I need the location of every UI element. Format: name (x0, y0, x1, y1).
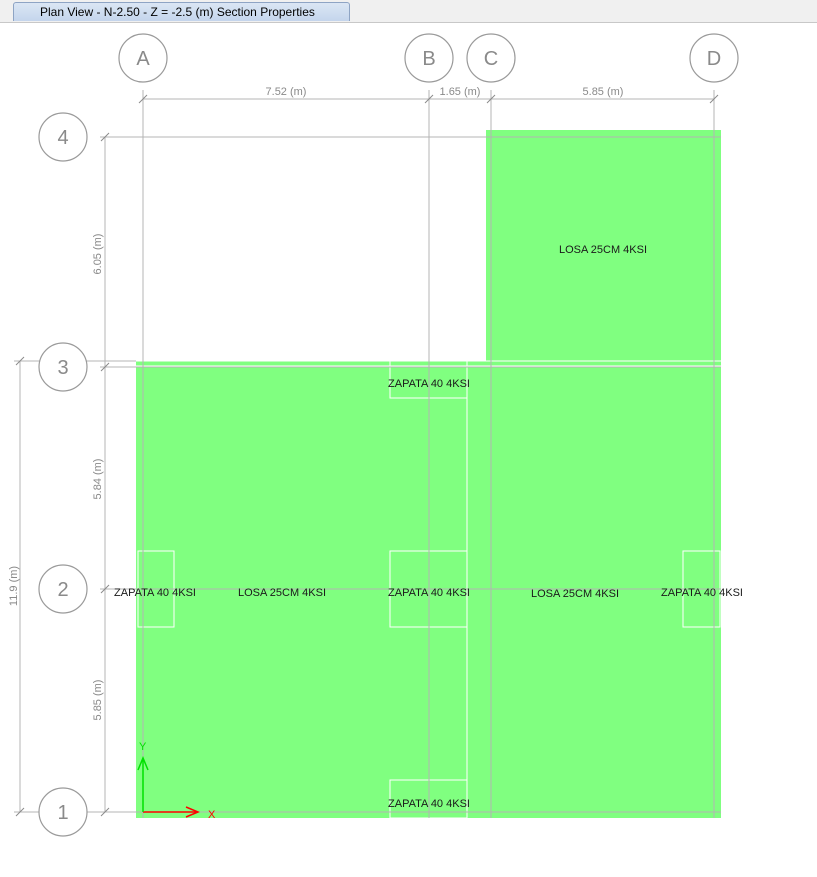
grid-bubble-d[interactable]: D (689, 33, 739, 83)
tab-bar: Plan View - N-2.50 - Z = -2.5 (m) Sectio… (0, 0, 817, 23)
dimension-a-b: 7.52 (m) (266, 86, 307, 98)
y-axis-label: Y (139, 741, 147, 753)
area-label-zapata-a2[interactable]: ZAPATA 40 4KSI (114, 587, 196, 599)
grid-bubble-4[interactable]: 4 (38, 112, 88, 162)
grid-label-4: 4 (57, 127, 68, 149)
model-canvas[interactable]: A B C D 4 3 2 1 7. (0, 23, 817, 877)
x-axis-label: X (208, 809, 216, 821)
grid-bubble-b[interactable]: B (404, 33, 454, 83)
dimension-overall: 11.9 (m) (8, 566, 20, 606)
grid-label-a: A (136, 48, 150, 70)
grid-label-c: C (484, 48, 498, 70)
tab-plan-view[interactable]: Plan View - N-2.50 - Z = -2.5 (m) Sectio… (13, 2, 350, 21)
grid-label-1: 1 (57, 802, 68, 824)
dimension-3-2: 5.84 (m) (92, 459, 104, 500)
grid-lines (14, 90, 721, 818)
dimension-2-1: 5.85 (m) (92, 680, 104, 721)
dimension-b-c: 1.65 (m) (440, 86, 481, 98)
grid-label-b: B (422, 48, 435, 70)
grid-label-3: 3 (57, 357, 68, 379)
area-label-zapata-b2[interactable]: ZAPATA 40 4KSI (388, 587, 470, 599)
area-label-losa-top[interactable]: LOSA 25CM 4KSI (559, 244, 647, 256)
slab-area-right[interactable] (486, 130, 721, 818)
grid-bubble-a[interactable]: A (118, 33, 168, 83)
grid-label-2: 2 (57, 579, 68, 601)
grid-label-d: D (707, 48, 721, 70)
plan-view-drawing[interactable]: A B C D 4 3 2 1 7. (0, 23, 817, 877)
grid-bubble-c[interactable]: C (466, 33, 516, 83)
area-label-losa-left[interactable]: LOSA 25CM 4KSI (238, 587, 326, 599)
dimension-4-3: 6.05 (m) (92, 234, 104, 275)
global-axes-indicator: X Y (137, 741, 216, 821)
grid-bubble-2[interactable]: 2 (38, 564, 88, 614)
grid-bubble-1[interactable]: 1 (38, 787, 88, 837)
dimension-c-d: 5.85 (m) (583, 86, 624, 98)
area-label-losa-right[interactable]: LOSA 25CM 4KSI (531, 588, 619, 600)
area-label-zapata-d2[interactable]: ZAPATA 40 4KSI (661, 587, 743, 599)
area-label-zapata-b1[interactable]: ZAPATA 40 4KSI (388, 798, 470, 810)
area-label-zapata-b3[interactable]: ZAPATA 40 4KSI (388, 378, 470, 390)
grid-bubble-3[interactable]: 3 (38, 342, 88, 392)
dimension-ticks (15, 94, 719, 817)
